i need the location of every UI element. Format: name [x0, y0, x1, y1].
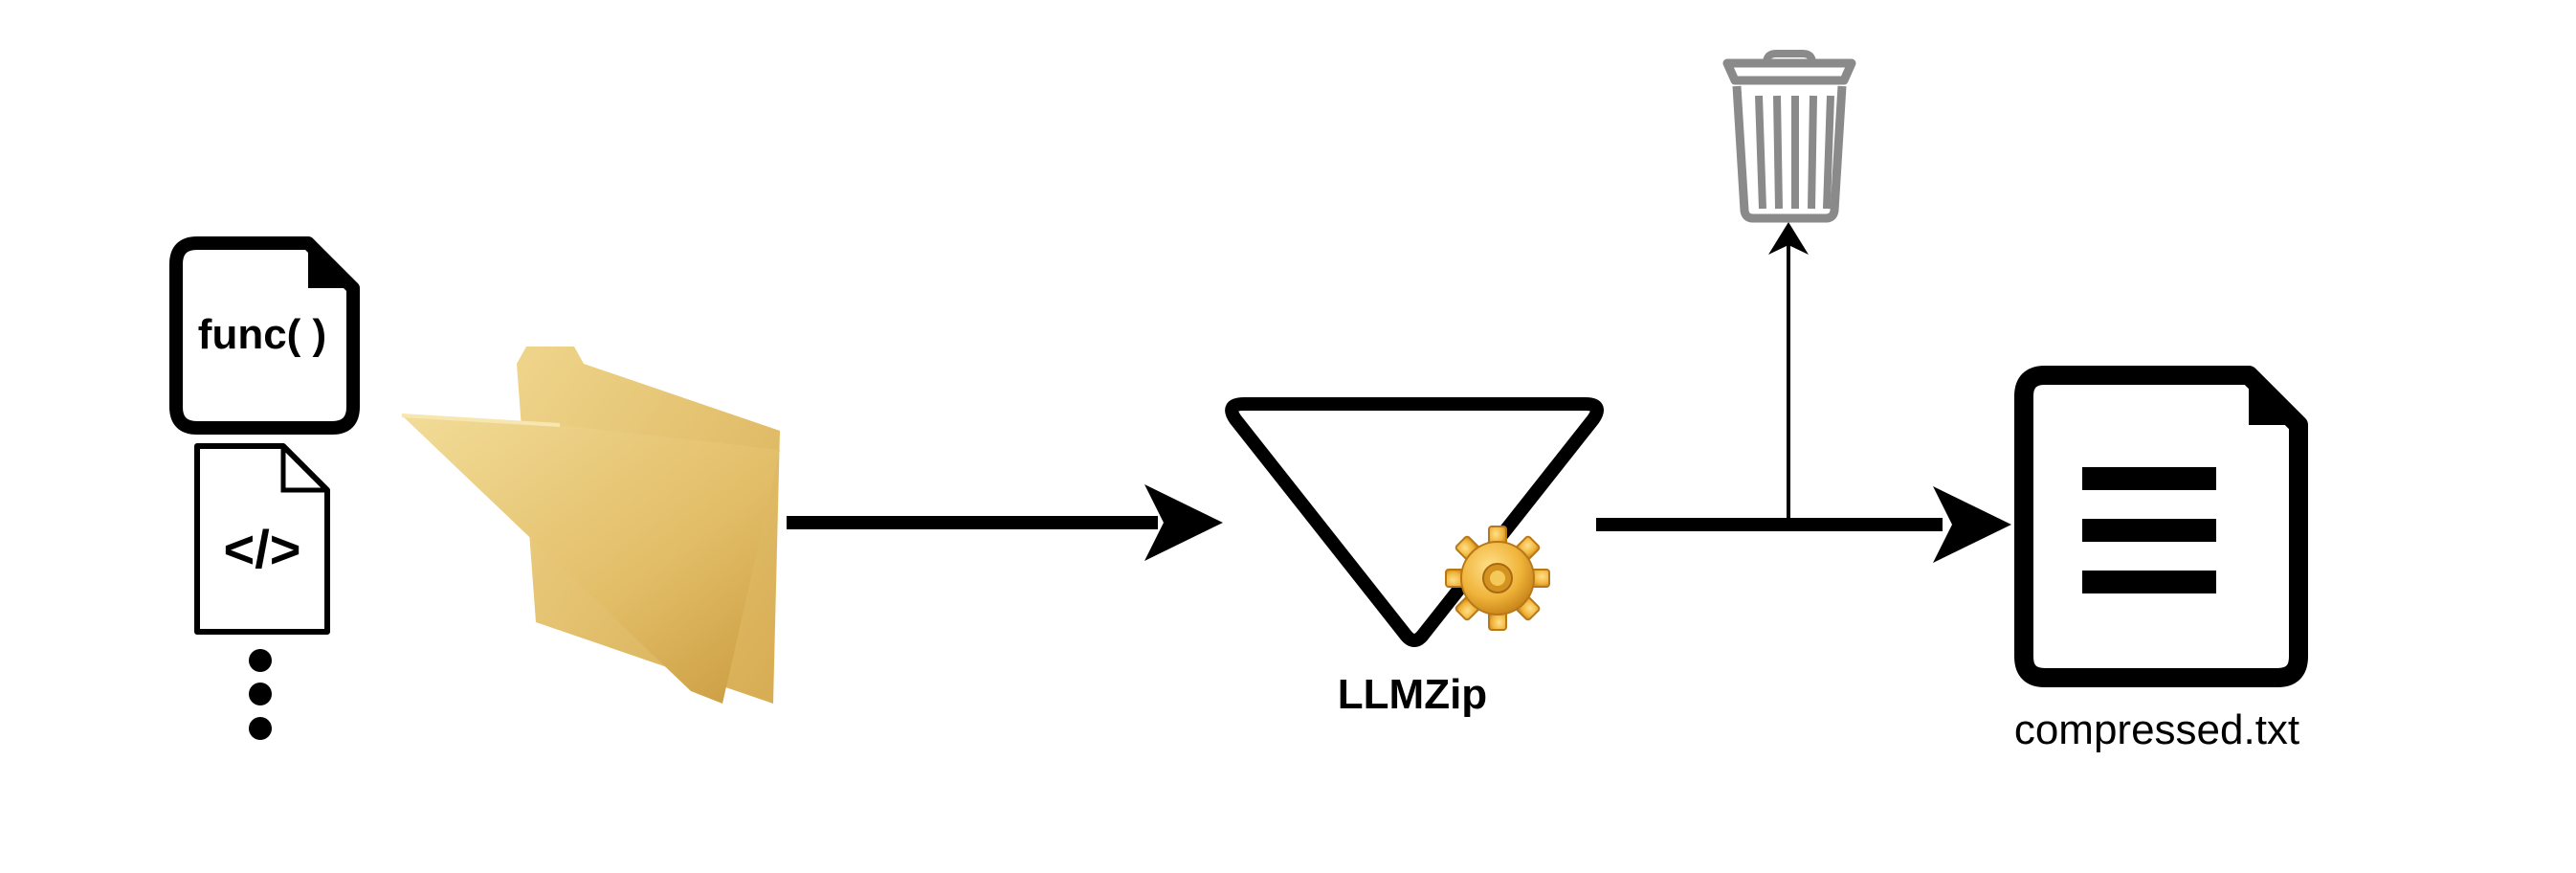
func-file-icon: func( ) [169, 236, 360, 435]
code-file-text: </> [224, 519, 301, 579]
arrow-to-trash [1768, 222, 1809, 523]
arrow-llmzip-to-output [1596, 486, 2011, 563]
output-label: compressed.txt [2014, 706, 2299, 753]
llmzip-funnel-icon [1225, 397, 1604, 647]
code-file-icon: </> [194, 443, 330, 635]
trash-icon [1722, 50, 1856, 223]
func-file-text: func( ) [198, 311, 326, 358]
llmzip-label: LLMZip [1338, 671, 1487, 718]
arrow-folder-to-llmzip [787, 484, 1223, 561]
gear-icon [1445, 526, 1550, 631]
compressed-file-icon [2014, 366, 2308, 687]
ellipsis-vertical-icon [249, 649, 272, 740]
folder-icon [401, 347, 780, 704]
